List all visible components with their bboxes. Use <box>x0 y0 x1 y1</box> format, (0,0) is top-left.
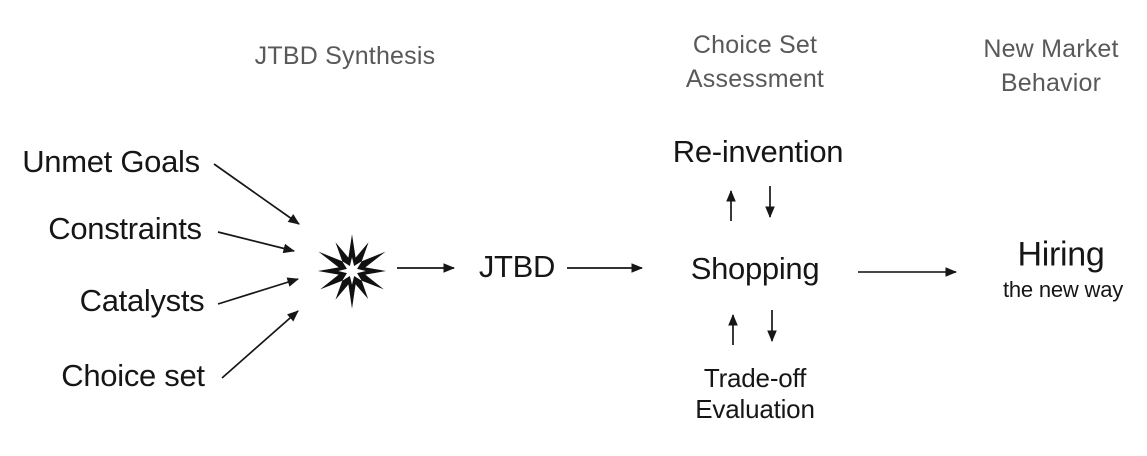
stage-header-choice-set-assessment: Choice Set Assessment <box>686 28 824 96</box>
node-jtbd: JTBD <box>478 249 556 284</box>
node-hiring: Hiring <box>1017 235 1105 274</box>
node-tradeoff-evaluation: Trade-off Evaluation <box>695 363 815 425</box>
stage-header-line: New Market <box>983 35 1119 63</box>
input-unmet-goals: Unmet Goals <box>22 144 200 179</box>
tradeoff-line: Trade-off <box>703 363 807 393</box>
node-shopping: Shopping <box>690 251 820 286</box>
stage-header-line: Assessment <box>685 65 825 93</box>
node-reinvention: Re-invention <box>672 134 844 169</box>
stage-header-line: Behavior <box>1000 69 1102 97</box>
stage-header-line: Choice Set <box>692 31 818 59</box>
input-constraints: Constraints <box>48 211 202 246</box>
tradeoff-line: Evaluation <box>695 394 815 424</box>
arrow-unmet-goals-to-burst <box>213 163 300 225</box>
node-hiring-subtitle: the new way <box>1002 277 1124 302</box>
stage-header-jtbd-synthesis: JTBD Synthesis <box>254 42 436 70</box>
starburst-icon <box>317 234 387 309</box>
input-choice-set: Choice set <box>61 358 205 393</box>
arrow-catalysts-to-burst <box>217 277 299 305</box>
arrow-choice-set-to-burst <box>221 310 299 379</box>
input-catalysts: Catalysts <box>79 283 205 318</box>
stage-header-new-market-behavior: New Market Behavior <box>983 32 1118 100</box>
arrow-constraints-to-burst <box>217 231 295 254</box>
